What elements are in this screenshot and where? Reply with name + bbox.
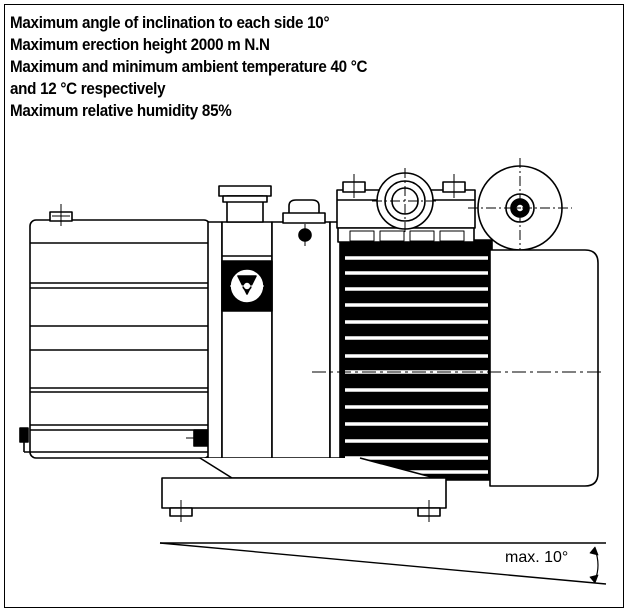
fastener-screw-icon [49,204,73,226]
spec-temperature: Maximum and minimum ambient temperature … [10,58,368,76]
spec-inclination: Maximum angle of inclination to each sid… [10,14,330,32]
motor-end-cover [489,249,599,487]
terminal-box [336,168,476,243]
oil-housing [19,204,216,459]
motor-capacitor [468,158,572,260]
inclination-indicator [159,542,607,585]
gas-ballast-valve [221,260,273,312]
exhaust-cap [282,199,326,246]
base-plate [161,457,447,522]
spec-list: Maximum angle of inclination to each sid… [10,12,367,122]
spec-erection-height: Maximum erection height 2000 m N.N [10,36,270,54]
motor-fan-shroud [339,239,493,481]
spec-humidity: Maximum relative humidity 85% [10,102,232,120]
intake-flange [218,185,272,223]
spec-temperature-cont: and 12 °C respectively [10,80,166,98]
pump-body [207,185,343,459]
angle-label: max. 10° [505,549,569,566]
